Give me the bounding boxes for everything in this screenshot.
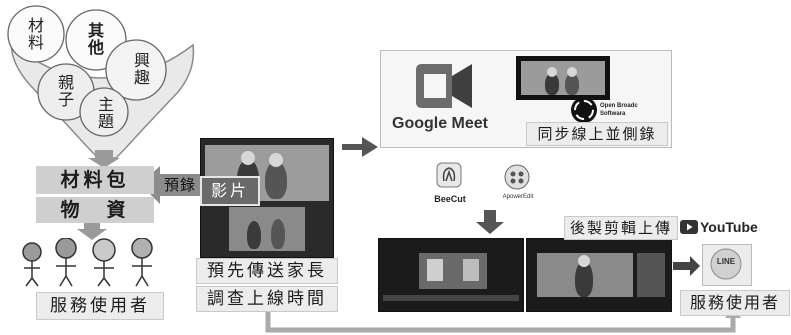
bubble-materials: 材 料	[27, 16, 44, 52]
apoweredit-icon	[504, 164, 530, 190]
editing-screen-1	[378, 238, 524, 312]
users-illustration	[22, 238, 153, 287]
obs-label-line1: Open Broadc	[600, 103, 638, 109]
post-edit-label: 後製剪輯上傳	[564, 216, 678, 240]
editing-screen-2	[526, 238, 672, 312]
video-tag: 影片	[200, 176, 260, 206]
youtube-icon	[680, 220, 698, 234]
to-meet-arrow	[342, 137, 378, 157]
left-users-label: 服務使用者	[36, 292, 164, 320]
google-meet-label: Google Meet	[392, 115, 489, 132]
bubble-interest: 興 趣	[133, 51, 150, 87]
obs-label: Open Broadc Softwara	[600, 102, 668, 118]
material-pack-label: 材料包	[36, 166, 154, 194]
prerecord-label: 預錄	[163, 176, 196, 194]
send-parents-label: 預先傳送家長	[196, 258, 338, 284]
survey-time-label: 調查上線時間	[196, 286, 338, 312]
beecut-label: BeeCut	[434, 194, 466, 204]
supplies-label: 物 資	[36, 197, 154, 223]
to-line-arrow	[673, 256, 700, 276]
obs-label-line2: Softwara	[600, 111, 626, 117]
bubble-other: 其 他	[87, 21, 104, 57]
sync-record-label: 同步線上並側錄	[526, 122, 668, 146]
line-icon	[710, 248, 742, 280]
youtube-label: YouTube	[700, 219, 758, 235]
obs-icon	[571, 97, 597, 123]
meet-video-thumb	[516, 56, 610, 100]
funnel-down-arrow	[88, 150, 120, 168]
supplies-down-arrow	[77, 220, 107, 240]
line-label: LINE	[716, 257, 736, 266]
bubble-parent-child: 親 子	[57, 73, 74, 109]
apoweredit-label: ApowerEdit	[502, 194, 534, 200]
beecut-icon	[436, 162, 462, 188]
bottom-connector	[265, 305, 736, 333]
to-editing-down-arrow	[476, 210, 504, 234]
right-users-label: 服務使用者	[680, 290, 790, 316]
google-meet-icon	[416, 64, 472, 108]
bubble-theme: 主 題	[97, 95, 114, 131]
